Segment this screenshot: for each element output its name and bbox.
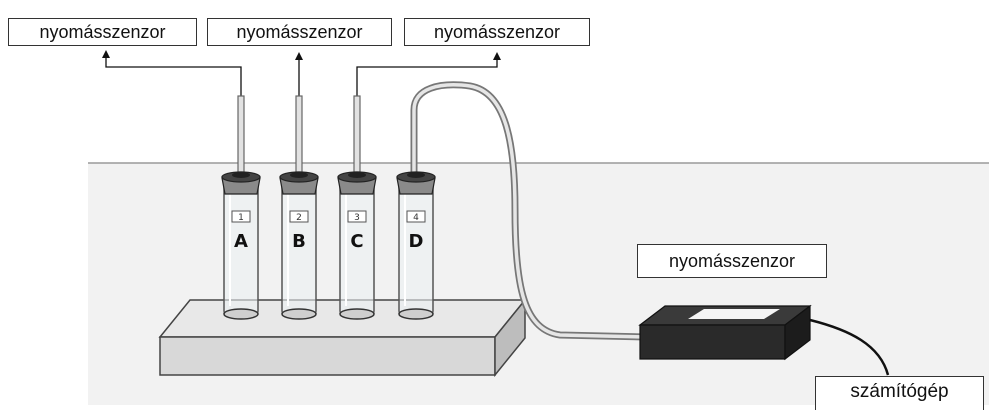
tube-letter-a: A [234, 231, 248, 252]
tube-number-d: 4 [413, 213, 419, 223]
tube-number-a: 1 [238, 213, 244, 223]
pressure-sensor-device [638, 304, 812, 361]
test-tube-a: 1A [221, 95, 261, 320]
sensor-box-label: nyomásszenzor [637, 244, 827, 278]
test-tube-c: 3C [337, 95, 377, 320]
test-tube-d: 4D [396, 171, 436, 320]
cable-to-computer [809, 318, 890, 376]
sensor-label-a: nyomásszenzor [8, 18, 197, 46]
tube-number-c: 3 [354, 213, 360, 223]
tube-letter-b: B [292, 231, 306, 252]
connector-lines [102, 50, 501, 100]
computer-label: számítógép [815, 376, 984, 410]
tube-letter-c: C [350, 231, 363, 252]
sensor-label-b: nyomásszenzor [207, 18, 392, 46]
sensor-label-c: nyomásszenzor [404, 18, 590, 46]
test-tube-b: 2B [279, 95, 319, 320]
tube-letter-d: D [409, 231, 424, 252]
tube-number-b: 2 [296, 213, 302, 223]
